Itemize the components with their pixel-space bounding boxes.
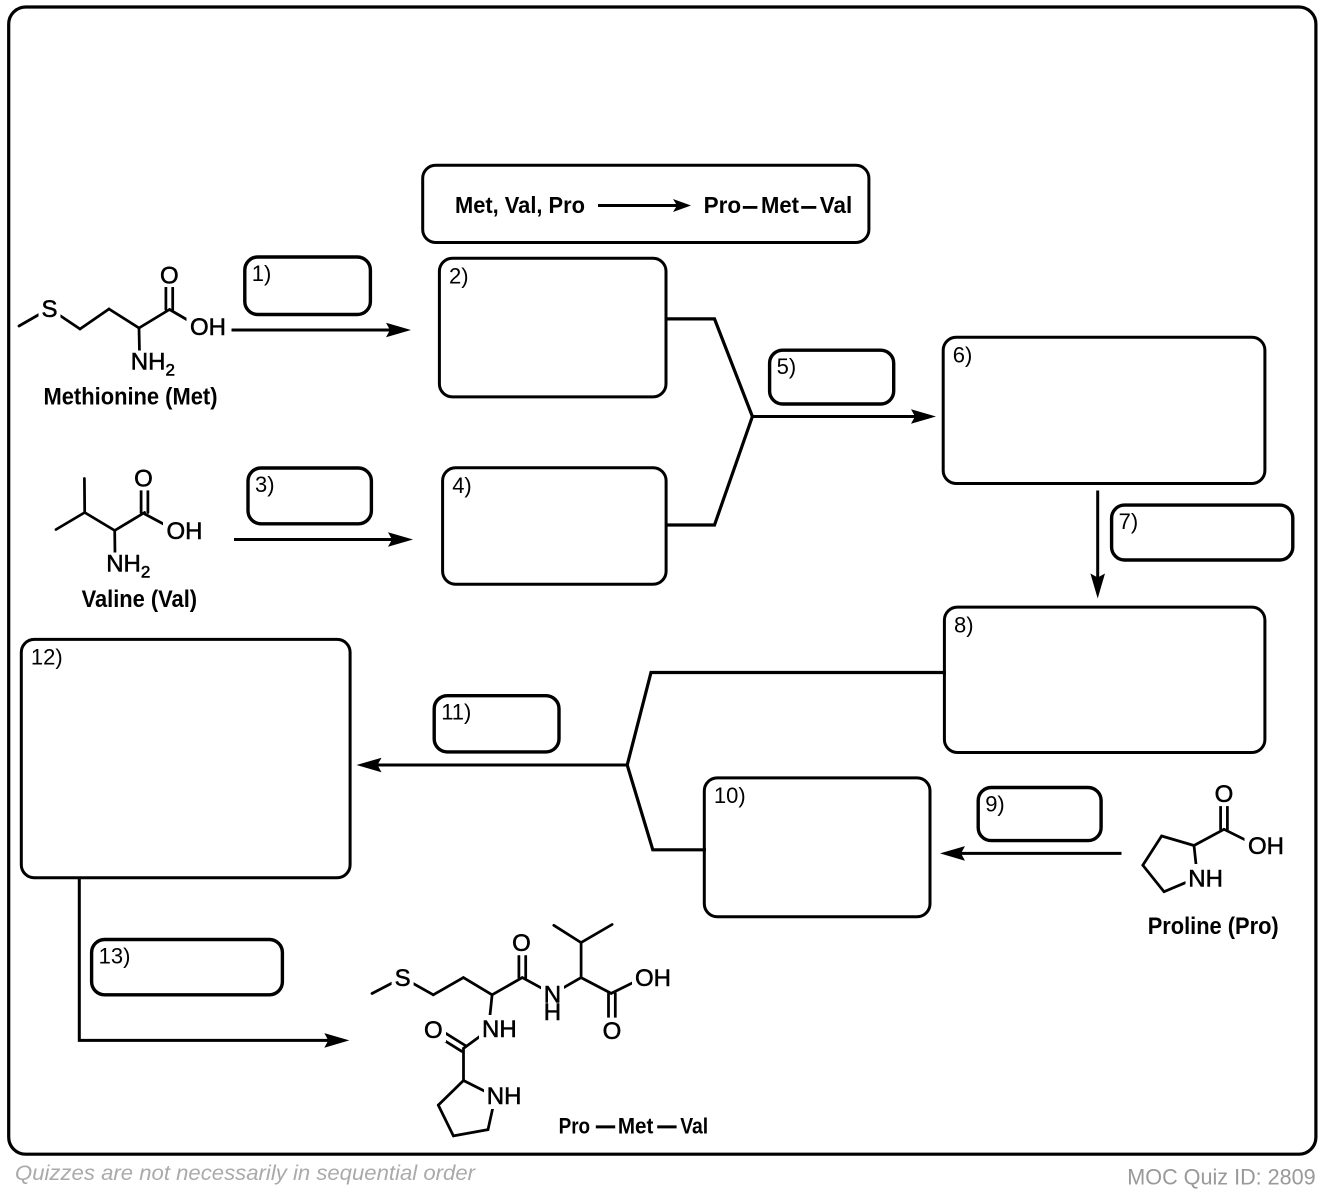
svg-text:13): 13)	[99, 943, 131, 968]
svg-text:MOC Quiz ID: 2809: MOC Quiz ID: 2809	[1127, 1164, 1315, 1189]
svg-text:4): 4)	[452, 473, 472, 498]
svg-text:Met, Val, Pro: Met, Val, Pro	[455, 192, 585, 218]
svg-text:1): 1)	[252, 261, 272, 286]
svg-text:Met: Met	[618, 1114, 654, 1139]
svg-text:OH: OH	[167, 518, 203, 545]
svg-text:Methionine (Met): Methionine (Met)	[44, 383, 218, 410]
svg-text:Met: Met	[761, 192, 799, 218]
svg-text:12): 12)	[31, 645, 63, 670]
svg-text:O: O	[134, 466, 153, 493]
svg-text:OH: OH	[635, 965, 671, 992]
svg-text:NH: NH	[487, 1083, 522, 1110]
svg-text:S: S	[395, 965, 411, 992]
svg-text:Pro: Pro	[704, 192, 742, 218]
svg-text:9): 9)	[985, 791, 1005, 816]
svg-text:Val: Val	[680, 1114, 708, 1139]
svg-text:O: O	[603, 1018, 622, 1045]
svg-text:O: O	[160, 262, 179, 289]
svg-text:NH: NH	[482, 1016, 517, 1043]
svg-text:OH: OH	[190, 314, 226, 341]
svg-text:O: O	[1215, 781, 1234, 808]
svg-text:8): 8)	[954, 612, 974, 637]
svg-text:5): 5)	[777, 354, 797, 379]
svg-text:Valine (Val): Valine (Val)	[82, 586, 198, 613]
svg-text:N: N	[544, 982, 561, 1009]
svg-text:2): 2)	[449, 264, 469, 289]
svg-text:11): 11)	[441, 700, 471, 725]
svg-text:10): 10)	[714, 783, 746, 808]
svg-text:H: H	[544, 999, 561, 1026]
svg-text:Val: Val	[820, 192, 852, 218]
svg-text:OH: OH	[1248, 833, 1284, 860]
svg-text:7): 7)	[1119, 509, 1139, 534]
svg-text:Pro: Pro	[559, 1114, 591, 1139]
svg-text:NH2: NH2	[106, 551, 150, 582]
svg-text:O: O	[512, 930, 531, 957]
svg-text:O: O	[424, 1017, 443, 1044]
svg-text:6): 6)	[953, 343, 973, 368]
svg-text:Proline (Pro): Proline (Pro)	[1148, 913, 1279, 940]
svg-text:3): 3)	[255, 472, 275, 497]
svg-text:S: S	[41, 296, 57, 323]
svg-text:NH: NH	[1188, 865, 1223, 892]
svg-text:Quizzes are not necessarily in: Quizzes are not necessarily in sequentia…	[15, 1162, 476, 1185]
